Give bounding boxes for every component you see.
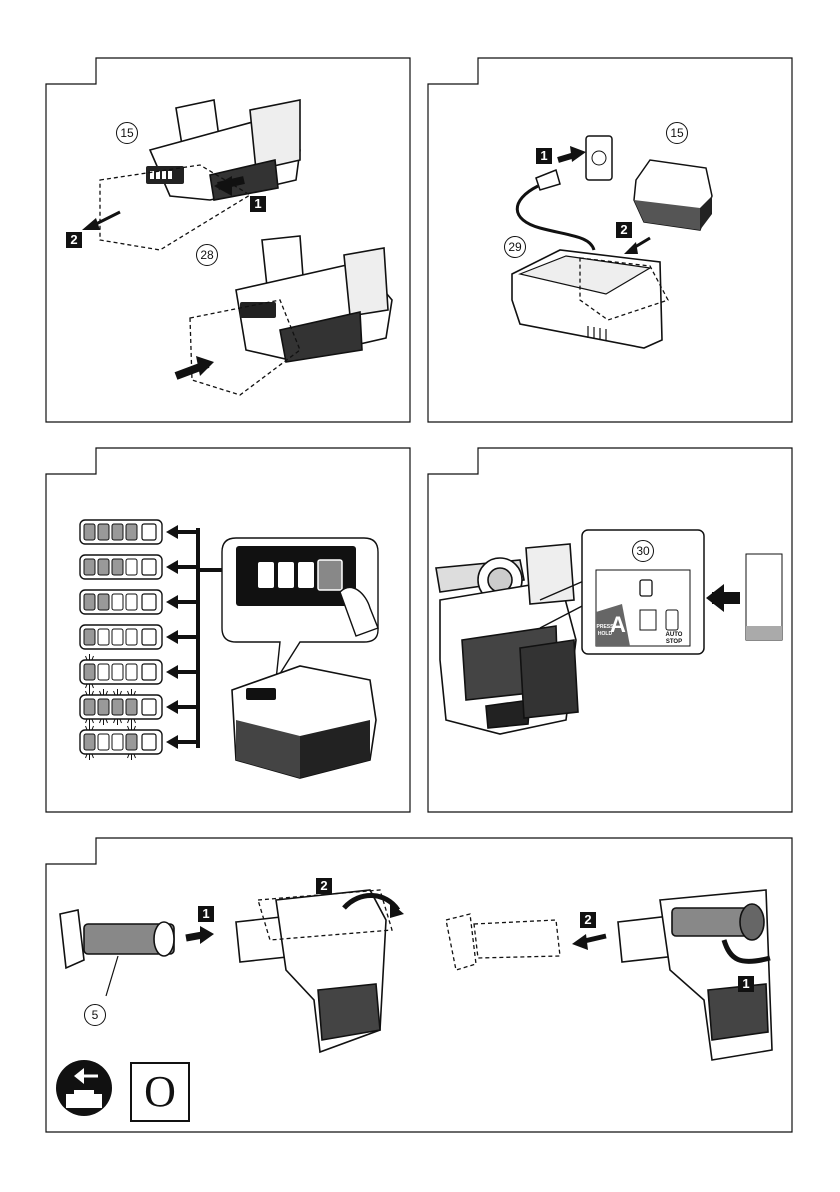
- no-tools-symbol: O: [130, 1062, 190, 1122]
- callout-side-handle: 5: [84, 1004, 106, 1026]
- step-badge-2-rotate: 2: [316, 878, 332, 894]
- step-badge-2-remove: 2: [580, 912, 596, 928]
- hammer-drill-right-drawing: [618, 890, 772, 1060]
- step-badge-1-attach: 1: [198, 906, 214, 922]
- step-badge-1-loosen: 1: [738, 976, 754, 992]
- hammer-drill-left-drawing: [236, 890, 386, 1052]
